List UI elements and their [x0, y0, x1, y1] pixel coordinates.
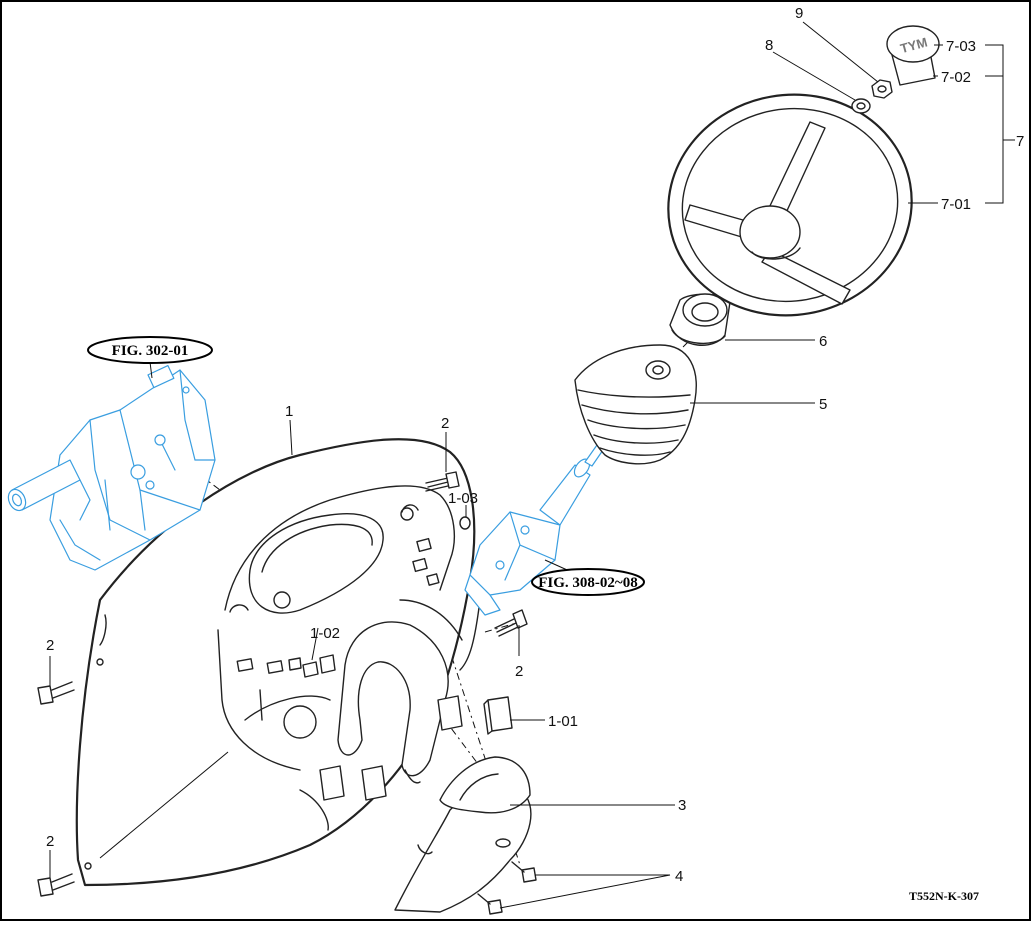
- leader-lines: [49, 21, 1015, 909]
- callout-labels: 1 1-01 1-02 1-03 2 2 2 2 3 4 5 6 7 7-01 …: [46, 5, 1024, 885]
- nut-part-9: [871, 79, 893, 99]
- bellows-boot-part-5: [574, 344, 697, 465]
- callout-1-02: 1-02: [310, 625, 340, 642]
- horn-emblem-part-7-03: TYM: [886, 25, 940, 63]
- callout-4: 4: [675, 868, 683, 885]
- callout-2-left-lower: 2: [46, 833, 54, 850]
- figure-reference-308-02-08[interactable]: FIG. 308-02~08: [531, 568, 645, 596]
- steering-column-reference-308: [464, 444, 604, 616]
- horn-logo-text: TYM: [899, 34, 929, 56]
- drawing-code: T552N-K-307: [909, 889, 979, 903]
- callout-1-01: 1-01: [548, 713, 578, 730]
- washer-part-8: [851, 98, 871, 114]
- collar-part-6: [669, 293, 731, 346]
- callout-7-02: 7-02: [941, 69, 971, 86]
- callout-8: 8: [765, 37, 773, 54]
- steering-wheel-part-7-01: [667, 93, 913, 317]
- figure-reference-308-02-08-label: FIG. 308-02~08: [538, 575, 637, 591]
- callout-7: 7: [1016, 133, 1024, 150]
- figure-reference-302-01-label: FIG. 302-01: [112, 343, 189, 359]
- callout-7-03: 7-03: [946, 38, 976, 55]
- callout-9: 9: [795, 5, 803, 22]
- callout-5: 5: [819, 396, 827, 413]
- bolt-part-2-top: [425, 471, 460, 492]
- bolt-part-2-right: [494, 609, 528, 637]
- callout-1-03: 1-03: [448, 490, 478, 507]
- pedal-bracket-reference-302-01: [7, 364, 216, 571]
- callout-7-01: 7-01: [941, 196, 971, 213]
- callout-1: 1: [285, 403, 293, 420]
- switch-part-1-02: [288, 654, 336, 678]
- callout-3: 3: [678, 797, 686, 814]
- grommet-part-1-03: [459, 516, 471, 530]
- switch-part-1-01: [319, 695, 513, 801]
- callout-2-left-upper: 2: [46, 637, 54, 654]
- column-cover-part-3: [394, 756, 532, 913]
- figure-reference-302-01[interactable]: FIG. 302-01: [87, 336, 213, 364]
- bolt-part-2-left-lower: [37, 873, 75, 897]
- bolt-part-2-left-upper: [37, 681, 75, 705]
- callout-2-top: 2: [441, 415, 449, 432]
- callout-6: 6: [819, 333, 827, 350]
- screw-part-4: [477, 861, 537, 915]
- callout-2-right: 2: [515, 663, 523, 680]
